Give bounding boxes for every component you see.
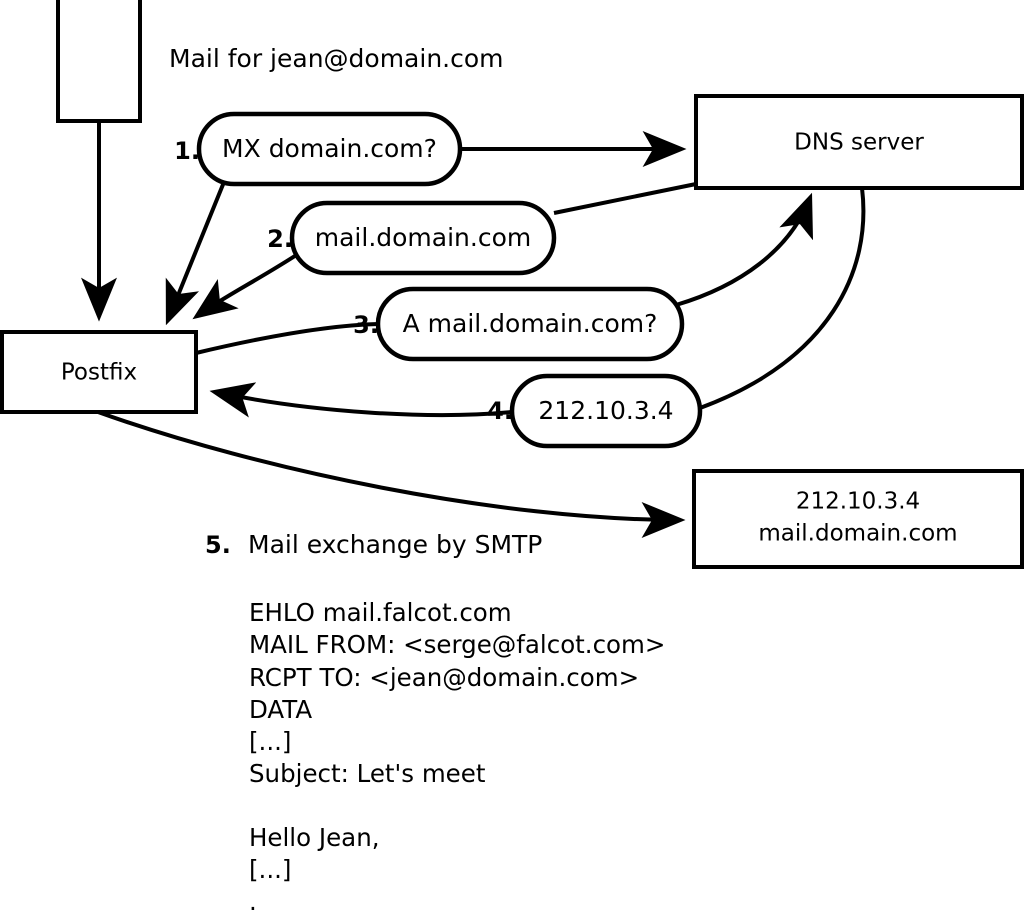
node-postfix-label: Postfix [61, 360, 137, 386]
step-2-pill [289, 200, 557, 276]
step-4-pill [509, 373, 703, 449]
transcript-line-5: [...] [249, 727, 291, 756]
step-3-pill [375, 286, 685, 362]
connector-dns-to-step2 [553, 182, 697, 215]
step-3-group: 3. A mail.domain.com? [353, 286, 685, 362]
step-3-number: 3. [353, 311, 379, 339]
step-1-label: MX domain.com? [222, 134, 437, 163]
step-5-label: Mail exchange by SMTP [248, 530, 542, 559]
node-dns-server: DNS server [694, 94, 1024, 190]
step-4-number: 4. [487, 397, 513, 425]
transcript-line-6: Subject: Let's meet [249, 759, 486, 788]
step-4-label: 212.10.3.4 [538, 396, 673, 425]
connector-postfix-to-mailserver [97, 410, 686, 538]
step-2-number: 2. [267, 225, 293, 253]
transcript-line-3: RCPT TO: <jean@domain.com> [249, 663, 639, 692]
node-client-box [56, 0, 142, 123]
transcript-line-4: DATA [249, 695, 312, 724]
transcript-line-1: EHLO mail.falcot.com [249, 598, 512, 627]
connector-step4-to-postfix [209, 382, 513, 418]
connector-step1-to-postfix [165, 181, 226, 326]
node-postfix: Postfix [0, 330, 198, 414]
step-1-pill [196, 111, 463, 187]
smtp-transcript: EHLO mail.falcot.com MAIL FROM: <serge@f… [249, 598, 665, 916]
connector-step3-to-dns [675, 192, 813, 307]
connector-dns-to-step4 [699, 187, 866, 410]
step-5-number: 5. [205, 531, 231, 559]
node-mail-server: 212.10.3.4 mail.domain.com [692, 469, 1024, 569]
transcript-line-10: . [249, 887, 257, 916]
step-1-group: 1. MX domain.com? [174, 111, 463, 187]
mail-for-note: Mail for jean@domain.com [169, 44, 504, 73]
transcript-line-8: Hello Jean, [249, 823, 380, 852]
connector-postfix-to-step3 [195, 322, 379, 355]
step-4-group: 4. 212.10.3.4 [487, 373, 703, 449]
node-dns-server-label: DNS server [794, 130, 924, 156]
node-mail-server-host: mail.domain.com [758, 521, 957, 547]
connector-step2-to-postfix [192, 252, 300, 320]
step-3-label: A mail.domain.com? [403, 309, 658, 338]
transcript-line-2: MAIL FROM: <serge@falcot.com> [249, 630, 665, 659]
step-1-number: 1. [174, 137, 200, 165]
step-2-group: 2. mail.domain.com [267, 200, 557, 276]
node-mail-server-ip: 212.10.3.4 [796, 489, 920, 515]
step-2-label: mail.domain.com [315, 223, 531, 252]
transcript-line-9: [...] [249, 855, 291, 884]
